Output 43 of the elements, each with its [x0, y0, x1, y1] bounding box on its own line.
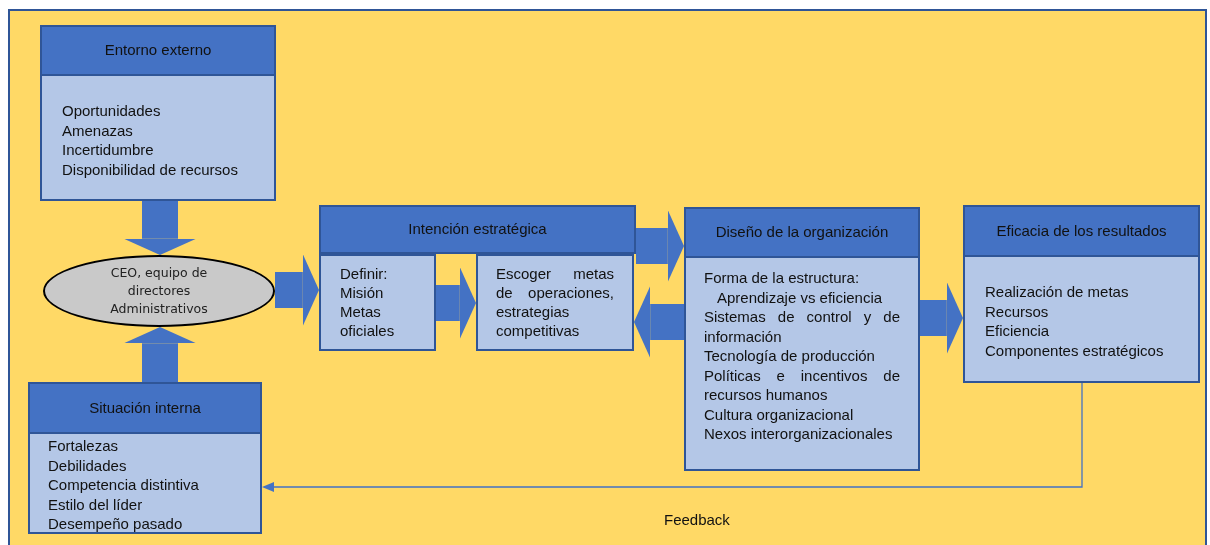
text-box [476, 254, 634, 351]
list-item: Forma de la estructura: [704, 268, 861, 288]
block-arrow [634, 286, 684, 358]
arrow [262, 382, 1083, 492]
list-item: Realización de metas [985, 282, 1130, 302]
list-item: Tecnología de producción [704, 346, 876, 366]
list-item: Oportunidades [62, 101, 162, 121]
list-item: Fortalezas [48, 436, 120, 456]
block-arrow [124, 201, 196, 255]
list-item: Aprendizaje vs eficiencia [716, 287, 884, 307]
list-item: Componentes estratégicos [985, 340, 1165, 360]
header-band: Intención estratégica [319, 205, 636, 254]
list-item: Incertidumbre [62, 140, 155, 160]
list-item: Cultura organizacional [704, 404, 855, 424]
list-item: Eficiencia [985, 321, 1051, 341]
list-item: Nexos interorganizacionales [704, 424, 894, 444]
list-item: Competencia distintiva [48, 475, 200, 495]
list-item: Escoger metas de operaciones, estrategias competitivas [496, 264, 614, 340]
list-item: Misión [340, 283, 385, 302]
list-item: Políticas e incentivos de recursos humanos [704, 365, 900, 405]
card-header: Situación interna [30, 384, 260, 434]
card [963, 205, 1200, 383]
block-arrow [275, 254, 319, 326]
block-arrow [436, 267, 476, 339]
list-item: Estilo del líder [48, 494, 144, 514]
card [684, 207, 920, 471]
card-header: Diseño de la organización [686, 209, 918, 258]
card-header: Entorno externo [42, 27, 274, 76]
list-item: Sistemas de control y de información [704, 307, 900, 346]
card [28, 382, 262, 534]
block-arrow [920, 282, 963, 354]
block-arrow [124, 327, 196, 382]
list-item: Recursos [985, 301, 1050, 321]
list-item: Definir: [340, 264, 389, 283]
list-item: Disponibilidad de recursos [62, 159, 239, 179]
list-item: Desempeño pasado [48, 514, 184, 534]
card-header: Eficacia de los resultados [965, 207, 1198, 257]
list-item: Debilidades [48, 455, 128, 475]
card [40, 25, 276, 201]
list-item: Metas oficiales [340, 302, 396, 340]
text-box [319, 254, 436, 351]
list-item: Amenazas [62, 120, 134, 140]
block-arrow [636, 210, 684, 282]
